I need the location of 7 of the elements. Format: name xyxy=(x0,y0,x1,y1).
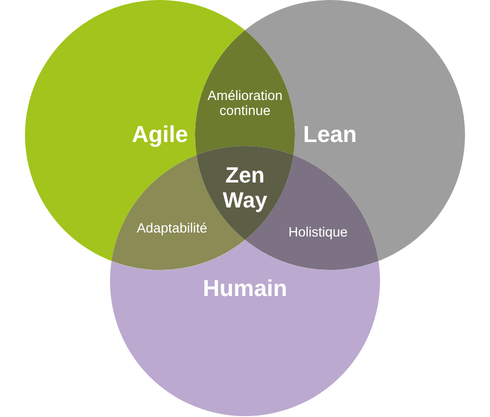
set-label: Humain xyxy=(202,276,288,302)
overlap-label: Amélioration continue xyxy=(207,88,283,118)
overlap-label: Holistique xyxy=(288,224,348,240)
overlap-label: Adaptabilité xyxy=(136,220,208,236)
set-label: Lean xyxy=(303,122,357,148)
center-label: Zen Way xyxy=(222,163,268,213)
set-label: Agile xyxy=(132,122,188,148)
